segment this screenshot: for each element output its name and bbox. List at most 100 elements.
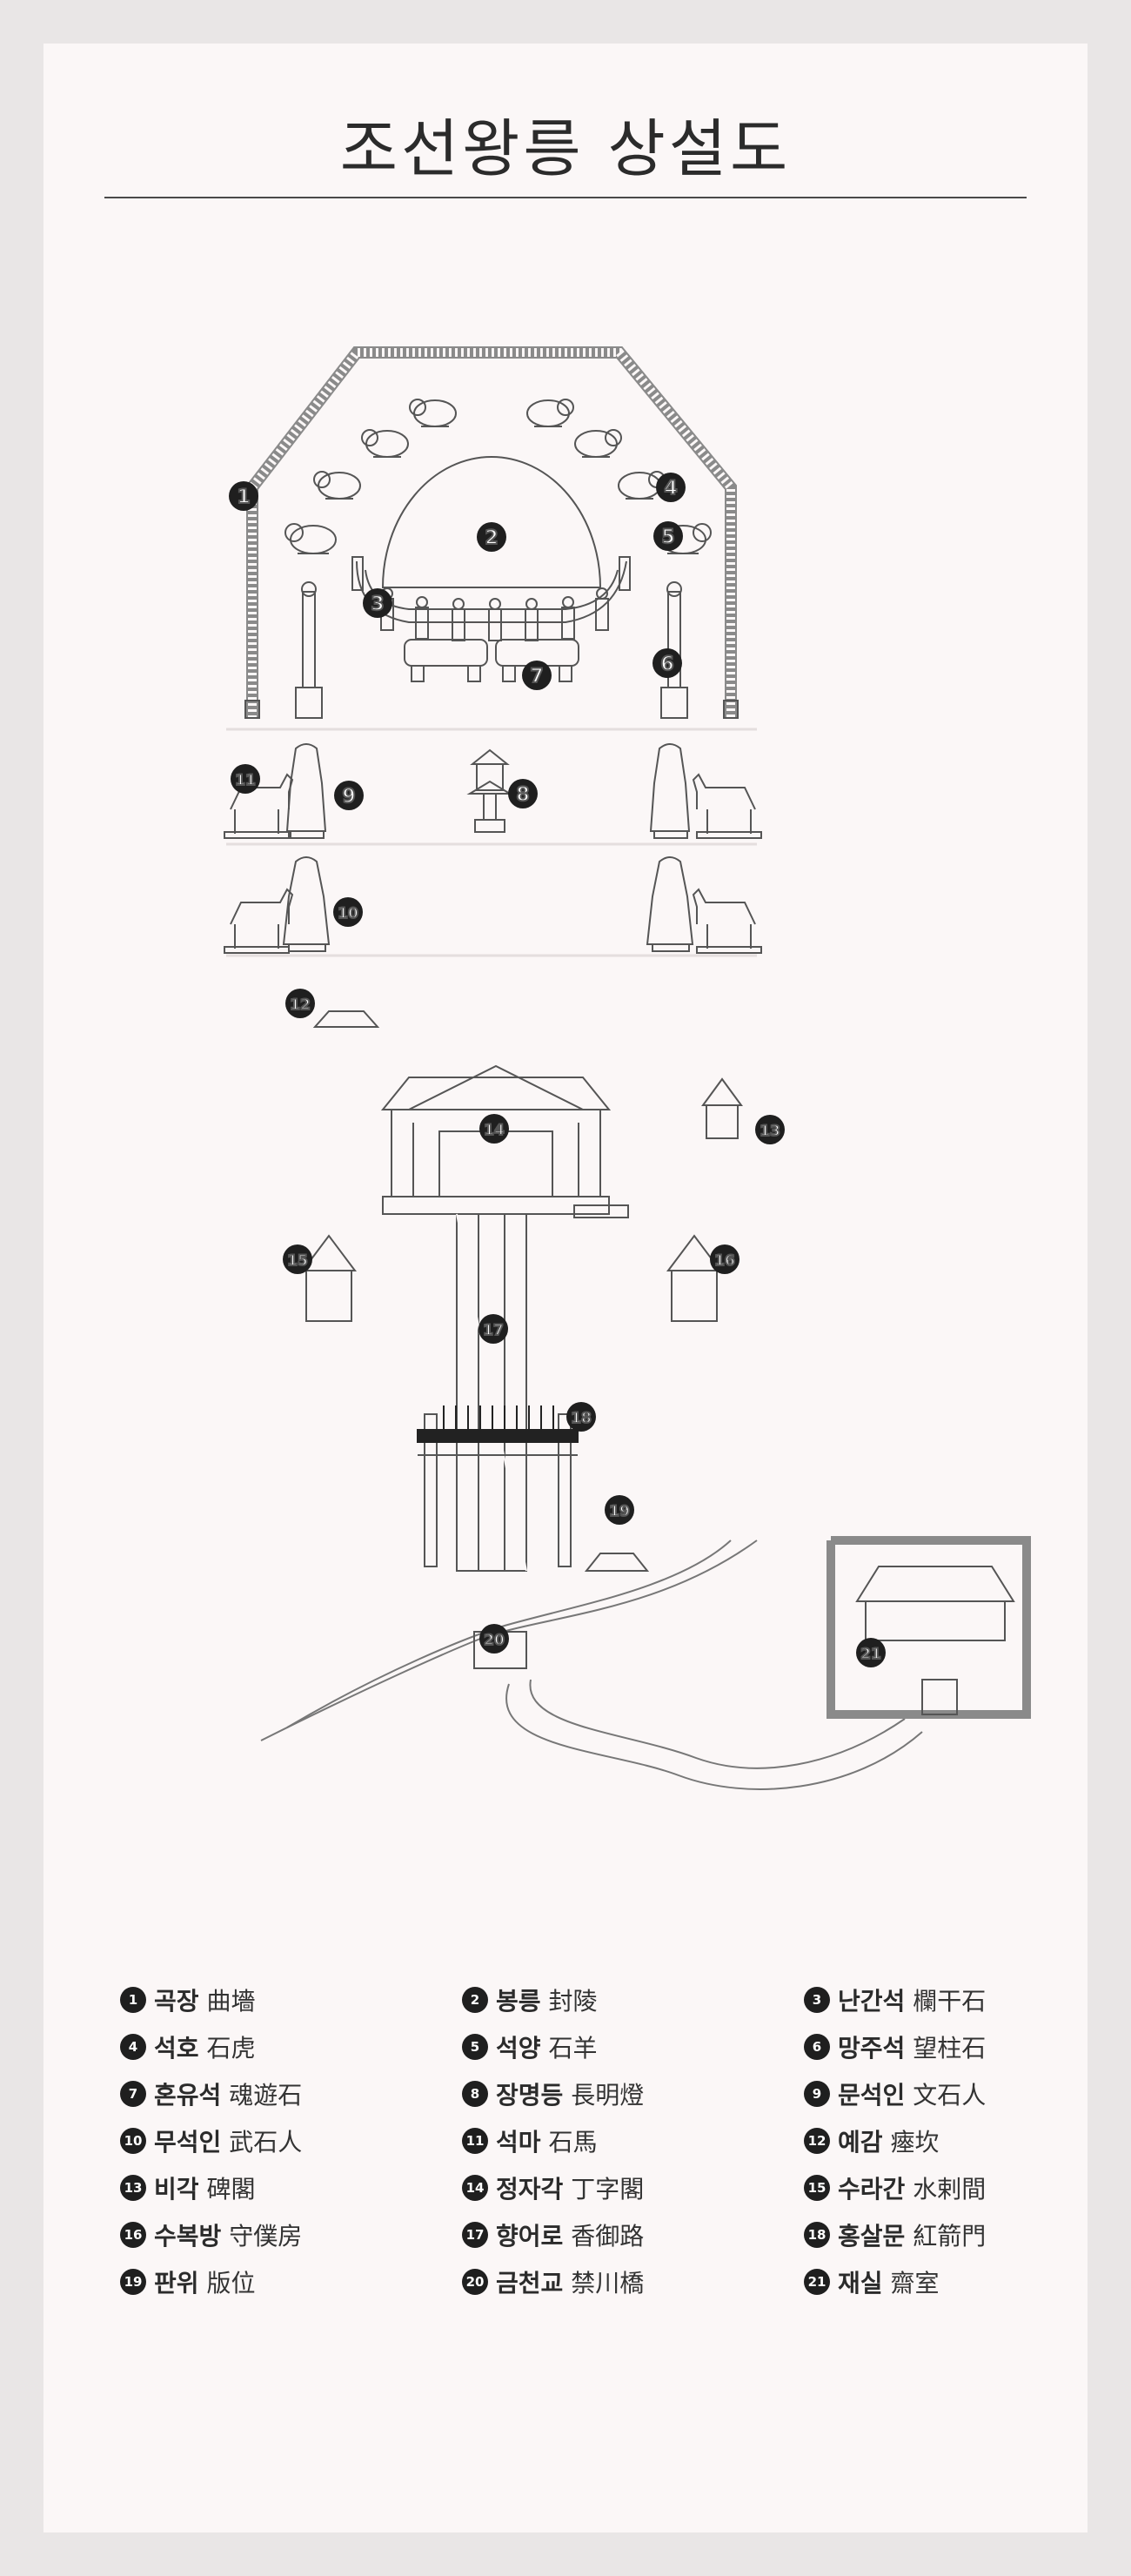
legend-hanja-name: 武石人 (229, 2128, 303, 2157)
svg-text:14: 14 (484, 1122, 505, 1139)
legend-korean-name: 정자각 (496, 2175, 564, 2204)
legend-hanja-name: 石羊 (548, 2034, 598, 2063)
marker-1: 1 (229, 481, 258, 511)
legend-korean-name: 석양 (496, 2034, 541, 2063)
marker-6: 6 (652, 648, 682, 678)
legend-korean-name: 향어로 (496, 2222, 564, 2251)
marker-16: 16 (710, 1244, 740, 1274)
svg-text:4: 4 (664, 478, 677, 500)
royal-kitchen (301, 1234, 357, 1322)
marker-9: 9 (334, 781, 364, 810)
legend-korean-name: 난간석 (838, 1987, 906, 2016)
legend-hanja-name: 丁字閣 (571, 2175, 645, 2204)
legend-hanja-name: 魂遊石 (229, 2081, 303, 2110)
legend-badge: 11 (462, 2128, 488, 2154)
legend-badge: 13 (120, 2175, 146, 2201)
page-sheet (44, 44, 1088, 2532)
marker-13: 13 (755, 1115, 785, 1144)
burial-pit (312, 1010, 380, 1028)
stone-sheep (284, 523, 712, 554)
guard-quarters (666, 1234, 722, 1322)
legend-badge: 5 (462, 2034, 488, 2060)
legend-badge: 20 (462, 2269, 488, 2295)
legend-hanja-name: 守僕房 (229, 2222, 303, 2251)
legend-korean-name: 곡장 (154, 1987, 199, 2016)
svg-text:17: 17 (483, 1322, 504, 1339)
svg-text:16: 16 (714, 1252, 735, 1270)
legend-korean-name: 금천교 (496, 2269, 564, 2298)
svg-text:12: 12 (290, 996, 311, 1014)
stone-lantern (466, 748, 513, 833)
military-official-statues (282, 856, 694, 952)
page-title: 조선왕릉 상설도 (339, 112, 792, 185)
marker-5: 5 (653, 521, 683, 551)
legend-badge: 17 (462, 2222, 488, 2248)
legend-badge: 1 (120, 1987, 146, 2013)
legend-korean-name: 판위 (154, 2269, 199, 2298)
stone-railing (351, 556, 631, 641)
svg-text:1: 1 (237, 486, 250, 508)
legend-hanja-name: 香御路 (571, 2222, 645, 2251)
marker-17: 17 (478, 1314, 508, 1344)
legend-badge: 7 (120, 2081, 146, 2107)
svg-text:10: 10 (338, 905, 358, 922)
legend-hanja-name: 欄干石 (913, 1987, 987, 2016)
legend-korean-name: 수복방 (154, 2222, 222, 2251)
legend-korean-name: 봉릉 (496, 1987, 541, 2016)
watch-pillars (295, 581, 688, 719)
legend-korean-name: 혼유석 (154, 2081, 222, 2110)
legend-korean-name: 문석인 (838, 2081, 906, 2110)
marker-19: 19 (605, 1495, 634, 1525)
marker-21: 21 (856, 1638, 886, 1667)
t-shaped-shrine (380, 1064, 629, 1218)
svg-text:13: 13 (760, 1123, 780, 1140)
svg-text:20: 20 (484, 1632, 505, 1649)
legend-badge: 12 (804, 2128, 830, 2154)
legend-hanja-name: 禁川橋 (571, 2269, 645, 2298)
legend-hanja-name: 石虎 (206, 2034, 256, 2063)
legend-korean-name: 홍살문 (838, 2222, 906, 2251)
svg-text:8: 8 (516, 784, 529, 806)
title-divider (104, 197, 1027, 198)
marker-4: 4 (656, 473, 686, 502)
legend-hanja-name: 瘞坎 (890, 2128, 940, 2157)
svg-text:11: 11 (235, 772, 256, 789)
legend-korean-name: 석호 (154, 2034, 199, 2063)
ritual-platform (584, 1553, 650, 1572)
svg-text:7: 7 (530, 666, 543, 688)
legend-hanja-name: 文石人 (913, 2081, 987, 2110)
legend-korean-name: 예감 (838, 2128, 883, 2157)
royal-path (456, 1213, 527, 1572)
stele-pavilion (701, 1077, 743, 1139)
legend-badge: 15 (804, 2175, 830, 2201)
legend-hanja-name: 版位 (206, 2269, 256, 2298)
red-arrow-gate (417, 1405, 579, 1567)
svg-text:15: 15 (287, 1252, 308, 1270)
legend-badge: 4 (120, 2034, 146, 2060)
legend-badge: 16 (120, 2222, 146, 2248)
svg-text:2: 2 (485, 527, 498, 549)
legend-hanja-name: 封陵 (548, 1987, 598, 2016)
svg-text:18: 18 (571, 1410, 592, 1427)
marker-20: 20 (479, 1624, 509, 1654)
legend-badge: 19 (120, 2269, 146, 2295)
marker-3: 3 (363, 588, 392, 618)
legend-badge: 6 (804, 2034, 830, 2060)
legend-korean-name: 재실 (838, 2269, 883, 2298)
marker-10: 10 (333, 897, 363, 927)
legend-hanja-name: 長明燈 (571, 2081, 645, 2110)
